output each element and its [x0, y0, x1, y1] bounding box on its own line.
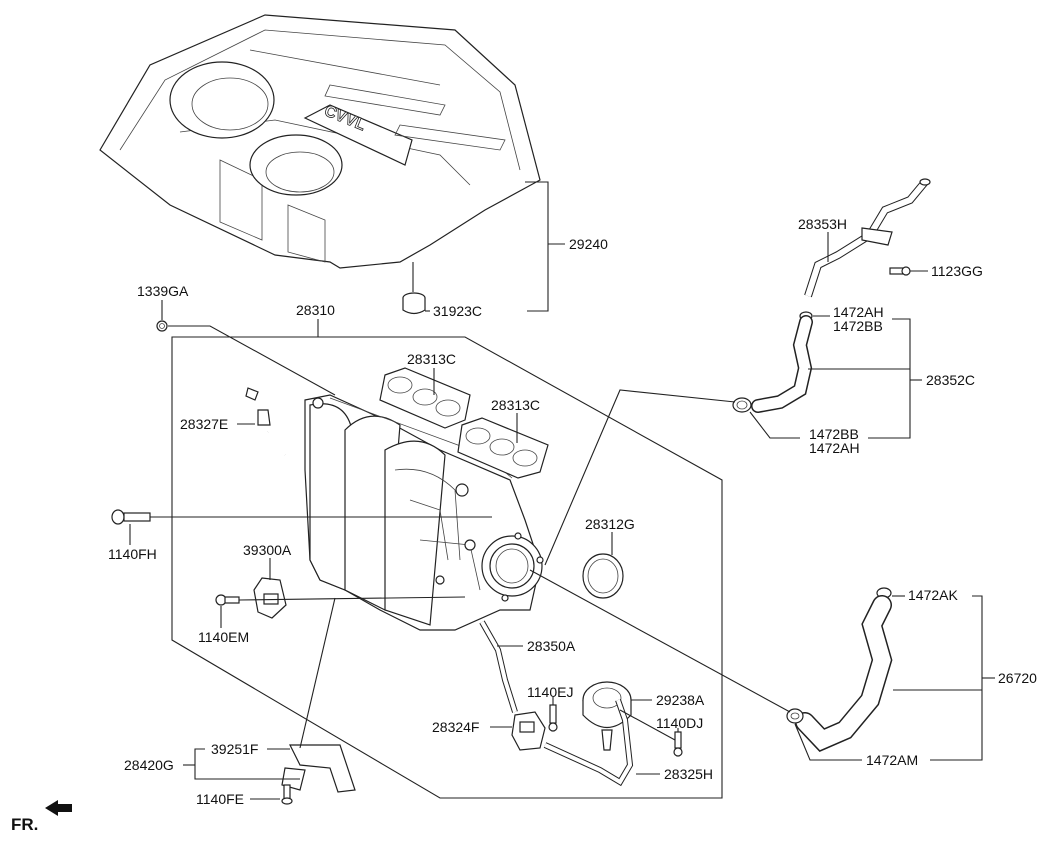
front-direction-label: FR.: [11, 815, 38, 834]
clamp-1472BB-bottom: [732, 397, 752, 413]
label-26720: 26720: [998, 670, 1037, 686]
engine-cover: CVVL: [99, 14, 541, 269]
intake-manifold: [304, 394, 544, 631]
label-28310: 28310: [296, 302, 335, 318]
bolt-1140FH: [111, 509, 151, 525]
label-28324F: 28324F: [432, 719, 479, 735]
purge-valve-28324F: [511, 711, 546, 751]
grommet-31923C: [402, 292, 426, 315]
bolt-1140DJ: [673, 731, 683, 757]
label-29238A: 29238A: [656, 692, 705, 708]
bolt-1140EJ: [548, 704, 558, 732]
label-39300A: 39300A: [243, 542, 292, 558]
label-1339GA: 1339GA: [137, 283, 189, 299]
bracket-39251F: [281, 744, 356, 793]
label-28353H: 28353H: [798, 216, 847, 232]
map-sensor-39300A: [253, 577, 287, 619]
bolt-1123GG: [889, 266, 911, 276]
pcv-valve-28327E: [245, 387, 286, 457]
label-28325H: 28325H: [664, 766, 713, 782]
label-1472AK: 1472AK: [908, 587, 958, 603]
breather-hose-28352C: [751, 315, 813, 413]
gasket-28313C-lower: [457, 417, 549, 479]
bolt-1140FE: [281, 784, 293, 805]
breather-pipe-28353H: [804, 178, 931, 298]
label-28420G: 28420G: [124, 757, 174, 773]
clamp-1472AM: [786, 708, 804, 724]
front-direction-arrow-icon: [45, 800, 72, 816]
bolt-1140EM: [215, 594, 240, 606]
label-1123GG: 1123GG: [931, 263, 983, 279]
label-29240: 29240: [569, 236, 608, 252]
label-1472AH-bottom: 1472AH: [809, 440, 860, 456]
label-28352C: 28352C: [926, 372, 975, 388]
label-1472AM: 1472AM: [866, 752, 918, 768]
label-28350A: 28350A: [527, 638, 576, 654]
coolant-hose-26720: [795, 595, 893, 752]
plug-1339GA: [156, 320, 168, 332]
label-28327E: 28327E: [180, 416, 228, 432]
label-1140EJ: 1140EJ: [527, 684, 573, 700]
label-1472BB-bottom: 1472BB: [809, 426, 859, 442]
gasket-28313C-upper: [379, 367, 471, 429]
manifold-group-frame: [171, 336, 723, 799]
label-1140DJ: 1140DJ: [656, 715, 703, 731]
label-1472BB-top: 1472BB: [833, 318, 883, 334]
label-28313C-lower: 28313C: [491, 397, 540, 413]
label-31923C: 31923C: [433, 303, 482, 319]
label-1472AH-top: 1472AH: [833, 304, 884, 320]
label-39251F: 39251F: [211, 741, 258, 757]
label-28313C-upper: 28313C: [407, 351, 456, 367]
label-1140EM: 1140EM: [198, 629, 249, 645]
throttle-gasket-28312G: [582, 553, 624, 599]
label-28312G: 28312G: [585, 516, 635, 532]
label-1140FE: 1140FE: [196, 791, 244, 807]
label-1140FH: 1140FH: [108, 546, 157, 562]
